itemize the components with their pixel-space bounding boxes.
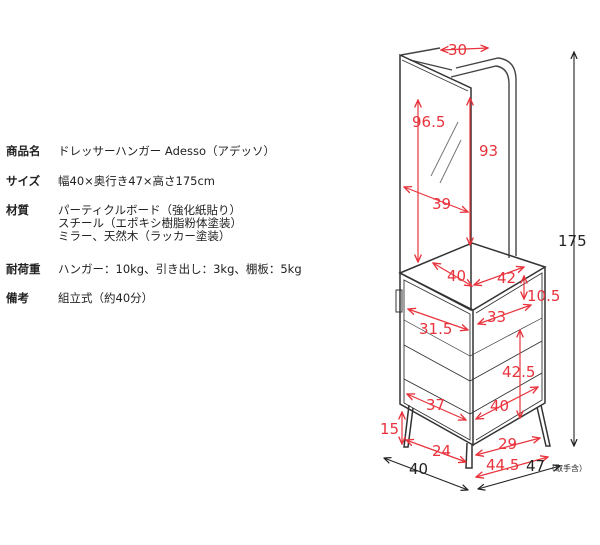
hanger-frame: [400, 47, 517, 258]
dimension-labels: 30 96.5 93 39 40 42 10.5 31.5 33 42.5 37…: [380, 41, 587, 478]
spec-value: 幅40×奥行き47×高さ175cm: [58, 174, 216, 188]
dim-label: 31.5: [419, 320, 452, 338]
mirror-panel: [399, 53, 472, 312]
dim-label: 30: [448, 41, 467, 59]
spec-value: 組立式（約40分）: [58, 291, 154, 305]
dimension-lines: [402, 48, 548, 477]
cabinet-body: [395, 242, 547, 447]
dim-label: 40: [490, 397, 509, 415]
spec-label: 備考: [6, 291, 29, 305]
dim-label: 33: [487, 308, 506, 326]
spec-label: 商品名: [6, 144, 41, 158]
spec-value: ミラー、天然木（ラッカー塗装）: [58, 229, 231, 243]
outer-dimension-lines: [384, 52, 574, 490]
dim-label: 44.5: [486, 456, 519, 474]
dim-label: 39: [432, 195, 451, 213]
dim-label: 40: [409, 460, 428, 478]
dim-label: 42: [497, 269, 516, 287]
spec-value: スチール（エポキシ樹脂粉体塗装）: [58, 216, 242, 230]
dim-note: （取手含）: [547, 463, 587, 473]
dim-label: 40: [447, 267, 466, 285]
dim-label: 15: [380, 420, 399, 438]
spec-label: 耐荷重: [6, 262, 41, 276]
spec-label: サイズ: [6, 174, 41, 188]
spec-value: ドレッサーハンガー Adesso（アデッソ）: [58, 144, 275, 158]
dim-label: 42.5: [502, 363, 535, 381]
spec-label: 材質: [6, 203, 29, 217]
dim-label: 10.5: [527, 287, 560, 305]
dim-label: 175: [558, 232, 587, 250]
dim-label: 93: [479, 142, 498, 160]
dim-label: 24: [432, 442, 451, 460]
dim-label: 29: [498, 435, 517, 453]
spec-value: パーティクルボード（強化紙貼り）: [58, 203, 241, 217]
dim-label: 37: [426, 396, 445, 414]
dim-label: 47: [526, 457, 545, 475]
dim-label: 96.5: [412, 113, 445, 131]
spec-value: ハンガー：10kg、引き出し：3kg、棚板：5kg: [58, 262, 302, 276]
